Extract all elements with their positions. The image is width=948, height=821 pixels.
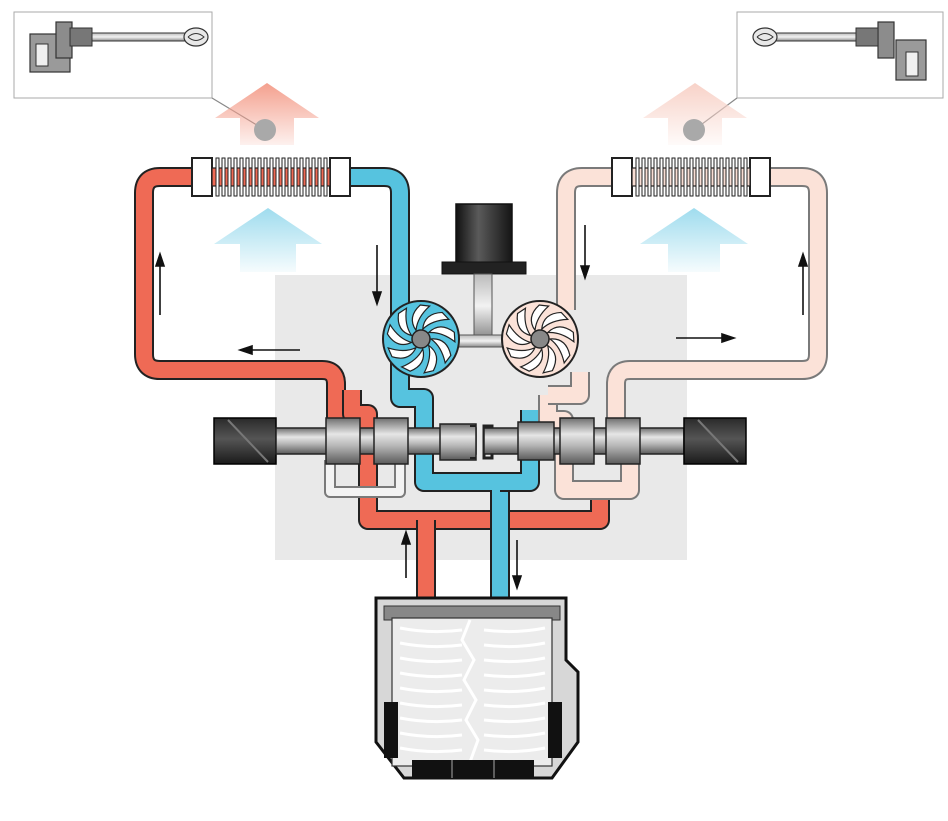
heat-exchanger-right xyxy=(611,157,771,197)
flow-arrow-left xyxy=(237,344,300,356)
inset-right xyxy=(693,11,944,131)
flow-arrow-up-right xyxy=(797,251,809,315)
heat-out-arrow-right xyxy=(643,83,747,145)
flow-arrow-right xyxy=(676,332,737,344)
heat-out-arrow-left xyxy=(215,83,319,145)
inset-pointer-left xyxy=(254,119,276,141)
flow-arrow-down-left xyxy=(371,245,383,307)
tire xyxy=(374,596,580,780)
compressor-motor xyxy=(439,203,529,348)
turbine-left xyxy=(382,300,460,378)
cool-in-arrow-left xyxy=(214,208,322,272)
inset-left xyxy=(13,11,266,131)
flow-arrow-up-left xyxy=(154,251,166,315)
flow-arrow-up-bottom xyxy=(400,529,412,578)
flow-arrow-down-right xyxy=(579,225,591,281)
shaft-right xyxy=(482,417,747,465)
cool-in-arrow-right xyxy=(640,208,748,272)
shaft-left xyxy=(213,417,477,465)
rod-valve-icon xyxy=(29,21,209,73)
rod-valve-icon xyxy=(752,21,927,81)
turbine-right xyxy=(501,300,579,378)
flow-arrow-down-bottom xyxy=(511,540,523,591)
inset-pointer-right xyxy=(683,119,705,141)
heat-exchanger-left xyxy=(191,157,351,197)
